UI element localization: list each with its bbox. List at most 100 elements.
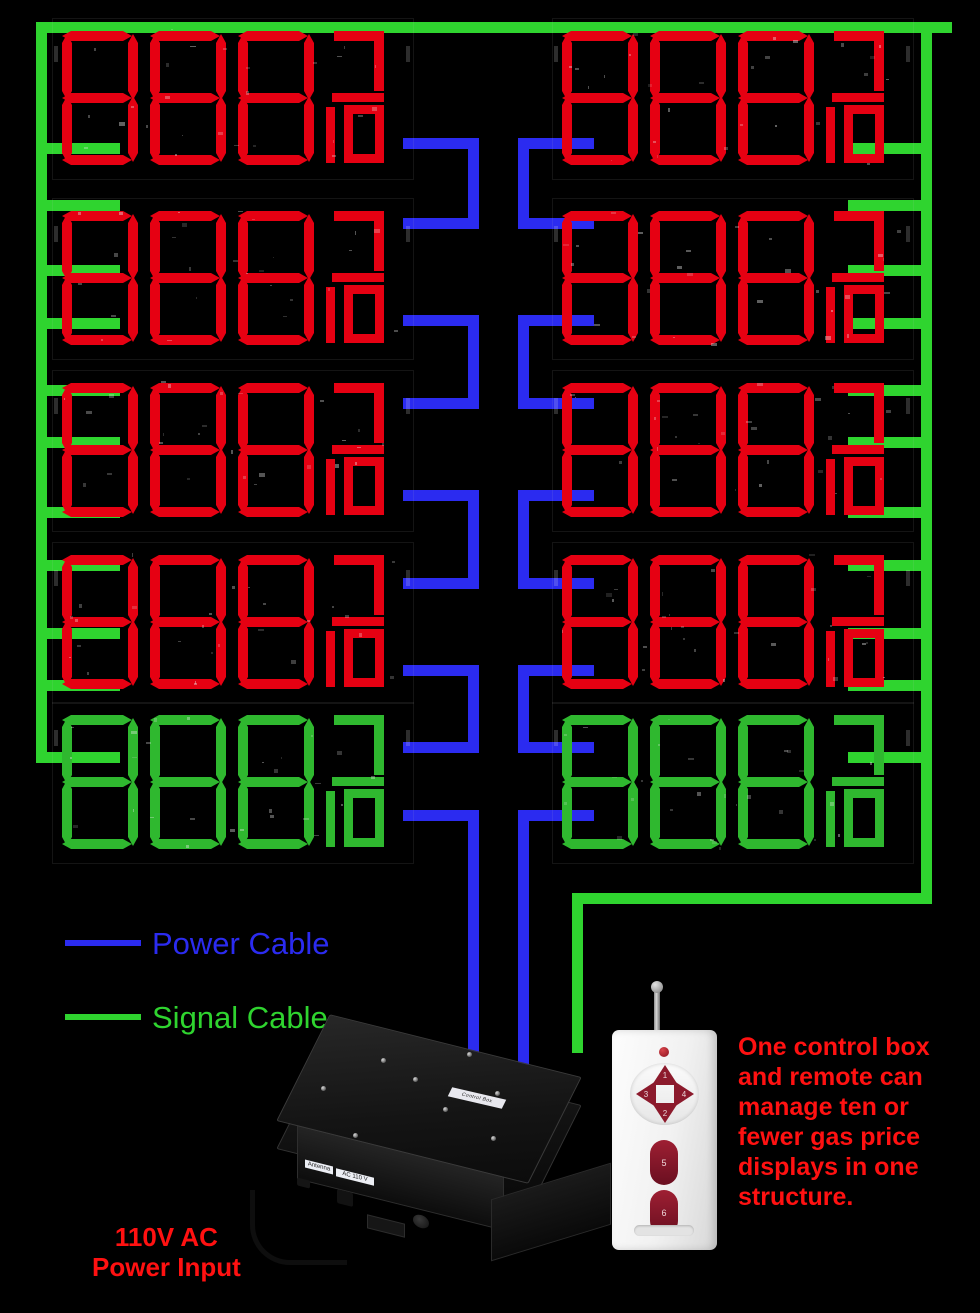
segment-ve [62,285,72,333]
speckle [629,54,631,57]
segment-vc [216,105,226,153]
speckle [349,250,353,252]
segment-ve [738,285,748,333]
speckle [281,757,282,759]
speckle [711,569,715,572]
speckle [252,219,255,220]
speckle [167,340,173,341]
speckle [617,836,622,840]
segment-vf [738,727,748,775]
segment-vc [304,105,314,153]
segment-vc [128,457,138,505]
speckle [243,476,246,479]
speckle [246,273,248,275]
info-note: One control boxand remote canmanage ten … [738,1032,978,1212]
power-stem-right-2 [518,315,529,409]
digit-group [562,28,902,168]
speckle [588,86,589,89]
segment-vb [628,43,638,91]
speckle [879,45,881,47]
speckle [735,226,740,228]
remote-button-3[interactable]: 3 [636,1081,656,1107]
remote-button-4[interactable]: 4 [674,1081,694,1107]
segment-middle [332,273,384,282]
speckle [880,478,882,480]
speckle [70,757,72,758]
speckle [632,336,636,338]
speckle [303,818,308,820]
panel-tick [906,730,910,746]
info-note-line-5: displays in one [738,1152,978,1182]
segment-hd [747,155,799,165]
speckle [862,643,865,644]
segment-vb [216,567,226,615]
speckle [864,73,868,75]
segment-vb [216,727,226,775]
segment-ve [150,457,160,505]
segment-vc [216,285,226,333]
segment-ve [650,285,660,333]
speckle [833,677,838,681]
speckle [146,742,151,744]
segment-ve [238,285,248,333]
speckle [161,381,166,383]
segment-vb [304,43,314,91]
segment-vf [738,395,748,443]
segment-ve [150,285,160,333]
speckle [654,417,656,420]
digit-3 [238,555,314,689]
segment-ha [247,383,299,393]
segment-middle [332,617,384,626]
power-stem-right-1 [518,138,529,229]
segment-vc [716,285,726,333]
segment-ve [562,105,572,153]
speckle [355,462,357,465]
segment-vb [804,567,814,615]
control-box-mount-tab [367,1214,405,1237]
speckle [79,604,82,608]
speckle [735,489,737,491]
speckle [187,717,191,720]
segment-ha [747,555,799,565]
segment-ha [659,211,711,221]
led-display-display-6 [562,380,902,520]
digit-2 [150,555,226,689]
remote-button-5[interactable]: 5 [650,1140,678,1185]
speckle [564,802,567,805]
speckle [196,297,197,299]
speckle [673,337,675,338]
segment-ha [747,715,799,725]
speckle [307,465,311,469]
segment-hd [659,507,711,517]
speckle [845,295,849,299]
segment-vf [62,395,72,443]
signal-cable-right-descend [921,752,932,904]
speckle [830,802,834,806]
remote-button-4-label: 4 [682,1090,686,1099]
segment-hd [71,335,123,345]
segment-hg [571,445,623,455]
power-stem-right-4 [518,665,529,753]
speckle [132,553,134,557]
segment-ve [738,629,748,677]
speckle [699,82,705,84]
segment-hd [159,155,211,165]
speckle [886,410,891,413]
speckle [175,154,178,156]
panel-tick [554,46,558,62]
speckle [647,289,650,293]
speckle [683,638,686,640]
panel-tick [406,570,410,586]
segment-top-right [374,387,384,443]
segment-ve [562,457,572,505]
segment-lower-box [844,285,884,343]
speckle [631,798,635,801]
speckle [87,672,89,674]
panel-tick [406,398,410,414]
speckle [657,155,658,158]
segment-hd [659,335,711,345]
segment-vb [628,727,638,775]
segment-middle [832,617,884,626]
speckle [270,815,274,819]
segment-ve [150,105,160,153]
